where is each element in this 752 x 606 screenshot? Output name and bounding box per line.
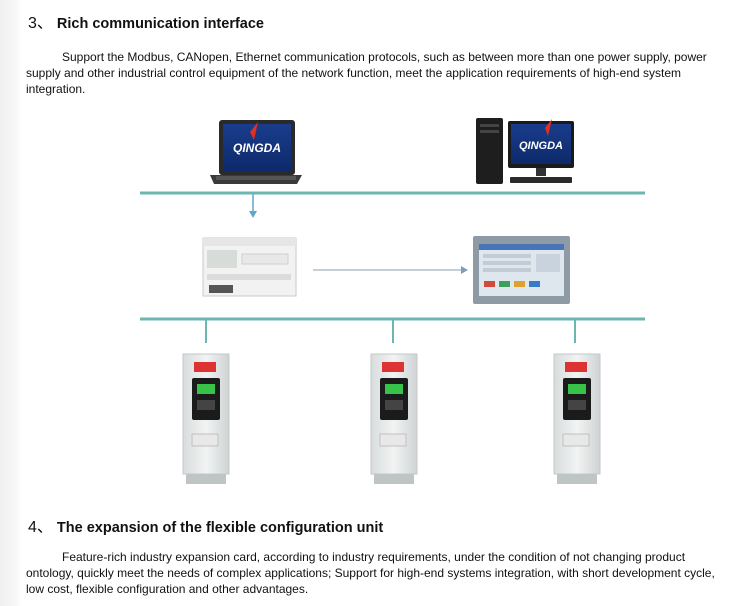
section-4-title: The expansion of the flexible configurat… (56, 520, 384, 536)
power-supply-unit-1-icon (182, 353, 230, 484)
power-supply-unit-3-icon (553, 353, 601, 484)
plc-to-hmi-arrow (313, 266, 468, 274)
section-4-number: 4、 (28, 519, 53, 536)
section-3-text: Support the Modbus, CANopen, Ethernet co… (26, 50, 707, 96)
section-3-paragraph: Support the Modbus, CANopen, Ethernet co… (26, 49, 716, 97)
section-4-paragraph: Feature-rich industry expansion card, ac… (26, 549, 716, 597)
desktop-pc-icon: QINGDA (476, 118, 574, 184)
desktop-screen-logo: QINGDA (519, 140, 563, 152)
section-4-text: Feature-rich industry expansion card, ac… (26, 550, 715, 596)
bus-to-plc-arrow (249, 194, 257, 218)
laptop-screen-logo: QINGDA (233, 141, 281, 155)
section-3-number: 3、 (28, 15, 53, 32)
power-supply-unit-2-icon (370, 353, 418, 484)
laptop-icon: QINGDA (210, 120, 302, 184)
page-margin-shade (0, 0, 22, 606)
hmi-touch-panel-icon (473, 236, 570, 304)
section-3-heading: 3、Rich communication interface (28, 9, 264, 33)
section-3-title: Rich communication interface (56, 16, 264, 32)
section-4-heading: 4、The expansion of the flexible configur… (28, 513, 383, 537)
plc-controller-icon (202, 237, 297, 297)
